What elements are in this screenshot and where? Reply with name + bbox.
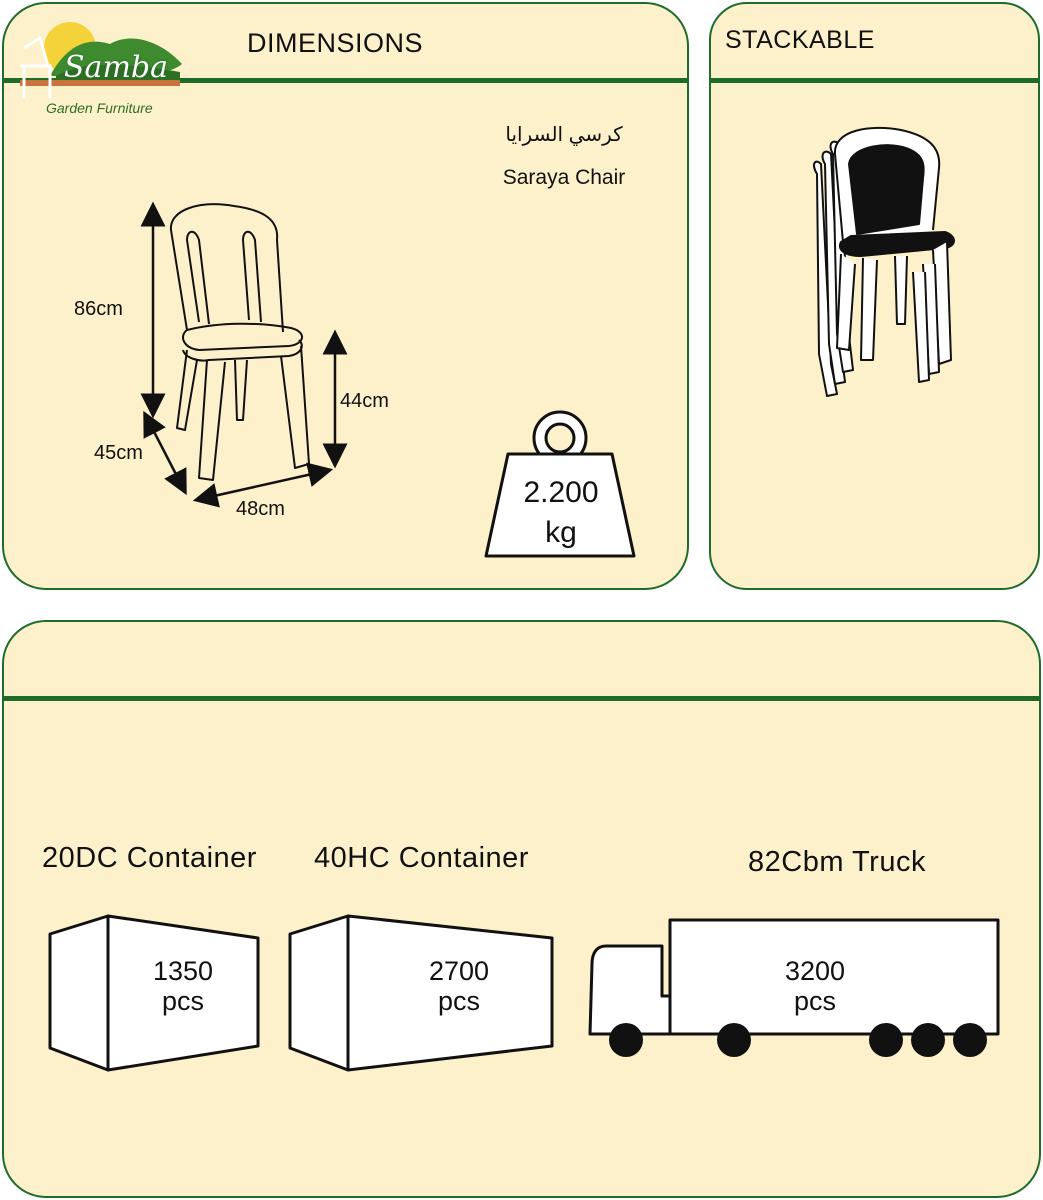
- seat-height-label: 44cm: [340, 390, 389, 412]
- container-20dc-quantity: 1350: [152, 956, 214, 986]
- dimensions-panel: Samba Garden Furniture DIMENSIONS كرسي ا…: [2, 2, 689, 590]
- loading-capacity-panel: 20DC Container 40HC Container 82Cbm Truc…: [2, 620, 1041, 1198]
- stacked-chairs-icon: [813, 126, 955, 397]
- container-20dc-icon: [48, 914, 260, 1072]
- truck-quantity: 3200: [784, 956, 846, 986]
- logo-tagline: Garden Furniture: [46, 100, 153, 116]
- dimensions-divider: [4, 78, 687, 83]
- stackable-divider: [711, 78, 1038, 83]
- weight-icon: [484, 410, 636, 558]
- truck-82cbm-title: 82Cbm Truck: [748, 846, 926, 878]
- container-40hc-icon: [288, 914, 554, 1072]
- container-20dc-title: 20DC Container: [42, 842, 257, 874]
- width-label: 48cm: [236, 498, 285, 520]
- loading-divider: [4, 696, 1039, 701]
- product-name-english: Saraya Chair: [502, 166, 626, 189]
- truck-icon: [588, 918, 1000, 1057]
- container-40hc-quantity: 2700: [428, 956, 490, 986]
- logo-name: Samba: [64, 50, 168, 85]
- samba-logo-icon: [20, 22, 182, 98]
- container-40hc-unit: pcs: [437, 986, 481, 1016]
- stackable-panel: STACKABLE: [709, 2, 1040, 590]
- stackable-heading: STACKABLE: [725, 26, 875, 54]
- weight-unit: kg: [545, 516, 577, 549]
- weight-value: 2.200: [523, 476, 599, 509]
- container-20dc-unit: pcs: [161, 986, 205, 1016]
- depth-label: 45cm: [94, 442, 143, 464]
- truck-unit: pcs: [793, 986, 837, 1016]
- dimensions-heading: DIMENSIONS: [247, 28, 424, 58]
- chair-dimension-drawing: [140, 201, 348, 508]
- height-label: 86cm: [74, 298, 123, 320]
- product-name-arabic: كرسي السرايا: [505, 124, 623, 146]
- container-40hc-title: 40HC Container: [314, 842, 529, 874]
